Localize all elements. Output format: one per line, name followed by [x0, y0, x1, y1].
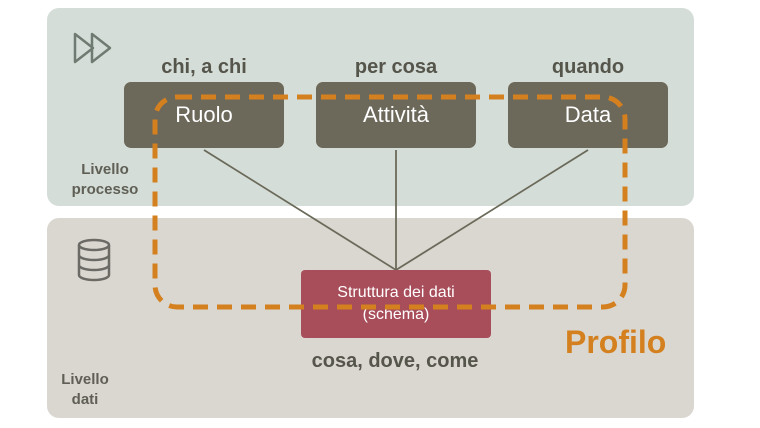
activity-box-label: Attività — [362, 102, 430, 127]
data-question-label: cosa, dove, come — [311, 350, 479, 372]
process-label-line-2: processo — [71, 181, 139, 198]
schema-line-2: (schema) — [362, 306, 430, 323]
data-label-line-1: Livello — [61, 371, 109, 388]
date-question-label: quando — [551, 56, 625, 78]
schema-box: Struttura dei dati (schema) — [301, 270, 491, 338]
profile-label: Profilo — [565, 324, 667, 360]
data-layer-label: Livello dati — [50, 370, 120, 410]
role-box: Ruolo — [124, 82, 284, 148]
role-question-label: chi, a chi — [161, 56, 247, 78]
role-box-label: Ruolo — [175, 102, 233, 127]
activity-box: Attività — [316, 82, 476, 148]
schema-line-1: Struttura dei dati — [337, 284, 455, 301]
process-label-line-1: Livello — [81, 161, 129, 178]
data-label-line-2: dati — [71, 391, 99, 408]
connector-date — [395, 149, 589, 271]
activity-question-label: per cosa — [354, 56, 438, 78]
connector-role — [203, 149, 397, 271]
date-box-label: Data — [564, 102, 612, 127]
fast-forward-icon — [73, 32, 112, 64]
database-icon — [77, 238, 111, 282]
process-layer-label: Livello processo — [60, 160, 150, 200]
date-box: Data — [508, 82, 668, 148]
